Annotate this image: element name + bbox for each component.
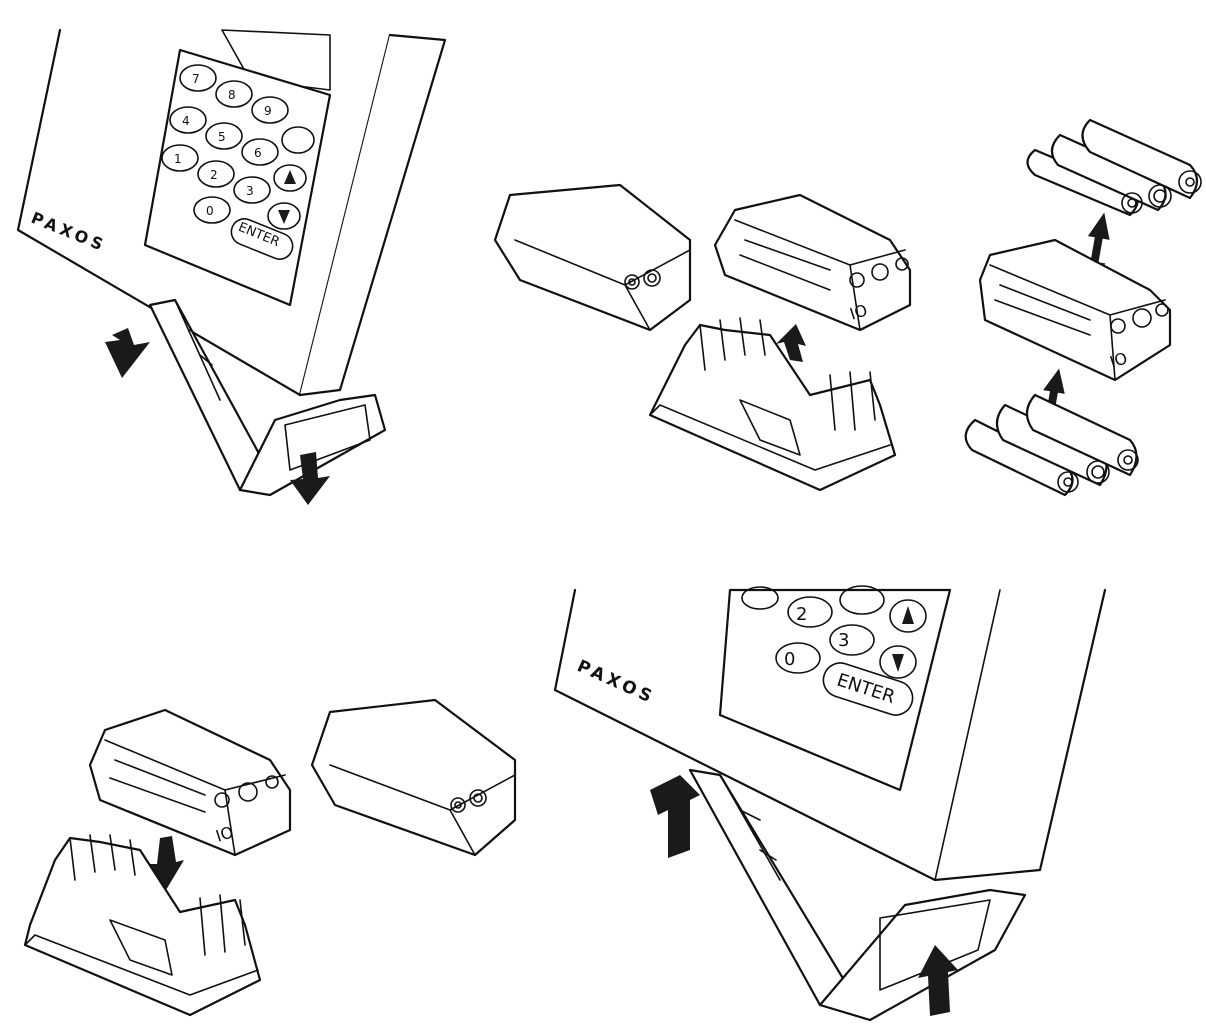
- push-up-arrow-icon: [918, 945, 958, 1016]
- lift-up-arrow-icon: [776, 324, 806, 362]
- rotate-down-arrow-icon: [105, 328, 150, 378]
- key-8: 8: [228, 88, 236, 102]
- key-7: 7: [192, 72, 200, 86]
- rotate-up-arrow-icon: [650, 775, 700, 858]
- lower-key-3: 3: [838, 630, 849, 651]
- battery-insertion-illustration: IO: [23, 698, 517, 1017]
- key-1: 1: [174, 152, 182, 166]
- device-open-cover-illustration: 7 8 9 4 5 6 1 2 3 0 ENTER PAXOS: [16, 28, 447, 505]
- insert-holder-label: IO: [213, 822, 235, 845]
- pull-down-arrow-icon: [290, 452, 330, 505]
- device-close-cover-illustration: 2 3 0 ENTER PAXOS: [553, 585, 1107, 1022]
- down-arrow-key-icon: [278, 210, 290, 224]
- key-0: 0: [206, 204, 214, 218]
- lower-key-0: 0: [784, 649, 795, 670]
- aa-battery-replacement-illustration: IO: [964, 118, 1202, 497]
- battery-removal-illustration: IO: [493, 183, 912, 492]
- key-3: 3: [246, 184, 254, 198]
- up-arrow-key-icon: [284, 170, 296, 184]
- key-6: 6: [254, 146, 262, 160]
- key-4: 4: [182, 114, 190, 128]
- holder-label: IO: [1107, 348, 1129, 371]
- lower-key-2: 2: [796, 604, 807, 625]
- lower-up-arrow-key-icon: [902, 606, 914, 624]
- key-5: 5: [218, 130, 226, 144]
- key-9: 9: [264, 104, 272, 118]
- battery-holder-label: IO: [847, 300, 869, 323]
- key-2: 2: [210, 168, 218, 182]
- lower-down-arrow-key-icon: [892, 654, 904, 672]
